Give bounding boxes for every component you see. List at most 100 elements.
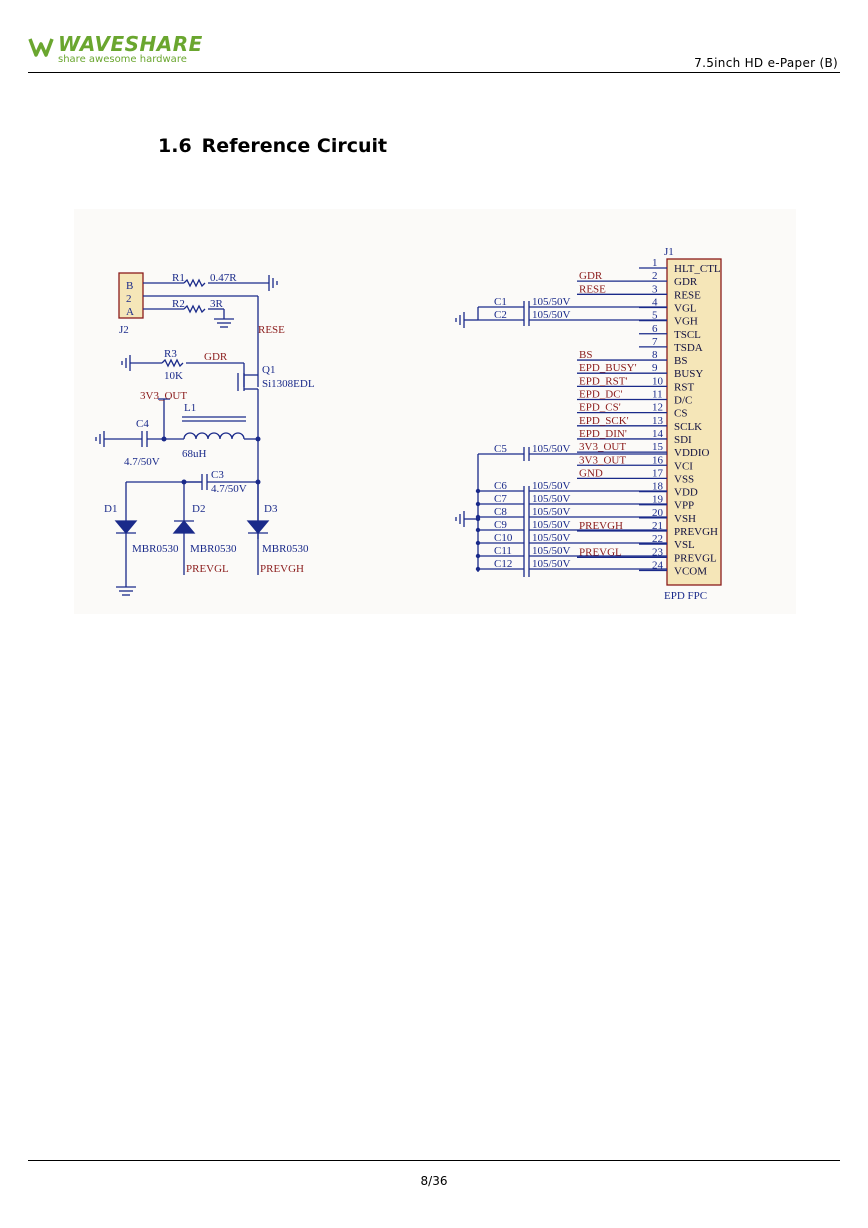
cap-value-label: 105/50V xyxy=(532,309,571,321)
cap-ref-label: C8 xyxy=(494,506,507,518)
schematic-svg: B 2 A J2 R1 0.47R R2 3R R3 10K Q1 Si1308… xyxy=(95,246,722,602)
j1-pin-name: VGH xyxy=(674,316,698,328)
c4-value: 4.7/50V xyxy=(124,456,160,468)
r1-value: 0.47R xyxy=(210,272,237,284)
j1-pin-net: EPD_RST' xyxy=(579,375,627,387)
fpc-label: EPD FPC xyxy=(664,590,707,602)
j1-pin-number: 12 xyxy=(652,402,663,414)
logo-wordmark: WAVESHARE xyxy=(58,32,203,56)
cap-value-label: 105/50V xyxy=(532,519,571,531)
left-net-labels: RESE GDR 3V3_OUT PREVGL PREVGH xyxy=(140,324,304,575)
cap-ref-label: C6 xyxy=(494,480,507,492)
page-number: 8/36 xyxy=(420,1174,448,1188)
r2-resistor xyxy=(183,304,206,314)
j1-pin-net: EPD_DIN' xyxy=(579,428,627,440)
j1-pin-number: 13 xyxy=(652,415,664,427)
cap-ref-label: C12 xyxy=(494,558,512,570)
j1-pin-net: EPD_BUSY' xyxy=(579,362,637,374)
cap-ref-label: C1 xyxy=(494,296,507,308)
j1-pin-number: 2 xyxy=(652,270,658,282)
c3-value: 4.7/50V xyxy=(211,483,247,495)
cap-value-label: 105/50V xyxy=(532,493,571,505)
cap-ref-label: C9 xyxy=(494,519,507,531)
j1-pin-name: TSDA xyxy=(674,342,703,354)
j1-pin-number: 3 xyxy=(652,283,658,295)
net-prevgl: PREVGL xyxy=(186,563,229,575)
section-heading: 1.6 Reference Circuit xyxy=(158,135,387,157)
j1-pin-number: 23 xyxy=(652,546,664,558)
j1-pin-net: EPD_CS' xyxy=(579,402,621,414)
j1-pin-name: VDDIO xyxy=(674,447,709,459)
j1-pin-number: 17 xyxy=(652,467,664,479)
j1-pin-net: EPD_DC' xyxy=(579,389,623,401)
page-header: WAVESHARE share awesome hardware 7.5inch… xyxy=(0,0,868,76)
j1-pin-number: 22 xyxy=(652,533,663,545)
l1-inductor xyxy=(183,432,245,440)
j1-pin-number: 14 xyxy=(652,428,664,440)
j1-pin-name: SDI xyxy=(674,434,692,446)
section-number: 1.6 xyxy=(158,135,192,157)
j1-pin-name: PREVGL xyxy=(674,552,717,564)
j1-pin-name: VDD xyxy=(674,487,698,499)
cap-value-label: 105/50V xyxy=(532,443,571,455)
j2-connector-body xyxy=(118,272,144,319)
j1-pin-net: GND xyxy=(579,467,603,479)
document-title: 7.5inch HD e-Paper (B) xyxy=(694,56,838,70)
net-gdr: GDR xyxy=(204,351,228,363)
j1-pin-number: 4 xyxy=(652,296,658,308)
j1-pin-number: 7 xyxy=(652,336,658,348)
cap-value-label: 105/50V xyxy=(532,558,571,570)
j1-pin-name: D/C xyxy=(674,395,692,407)
cap-ref-label: C10 xyxy=(494,532,513,544)
j1-pin-number: 10 xyxy=(652,375,664,387)
j1-pin-net: 3V3_OUT xyxy=(579,441,626,453)
r3-label: R3 xyxy=(164,348,177,360)
j1-pin-name: BS xyxy=(674,355,687,367)
c3-label: C3 xyxy=(211,469,224,481)
r1-label: R1 xyxy=(172,272,185,284)
c4-label: C4 xyxy=(136,418,149,430)
j2-pin-a: A xyxy=(126,306,134,318)
j1-connector-body xyxy=(666,258,722,586)
d2-label: D2 xyxy=(192,503,205,515)
j1-pin-name: RESE xyxy=(674,289,701,301)
j1-pin-number: 15 xyxy=(652,441,664,453)
d2-diode xyxy=(172,519,196,534)
cap-value-label: 105/50V xyxy=(532,532,571,544)
j1-pin-net: PREVGH xyxy=(579,520,623,532)
j1-pin-name: RST xyxy=(674,381,694,393)
j1-pin-net: PREVGL xyxy=(579,546,622,558)
j1-pin-name: VSH xyxy=(674,513,696,525)
j1-pin-number: 8 xyxy=(652,349,658,361)
j2-pin-b: B xyxy=(126,280,133,292)
d1-label: D1 xyxy=(104,503,117,515)
d1-part: MBR0530 xyxy=(132,543,179,555)
cap-value-label: 105/50V xyxy=(532,296,571,308)
q1-part: Si1308EDL xyxy=(262,378,315,390)
j1-pin-name: VCOM xyxy=(674,565,707,577)
d3-part: MBR0530 xyxy=(262,543,309,555)
j1-pin-name: TSCL xyxy=(674,329,701,341)
net-prevgh: PREVGH xyxy=(260,563,304,575)
j1-pin-name: VCI xyxy=(674,460,693,472)
j1-pin-number: 24 xyxy=(652,559,664,571)
r2-value: 3R xyxy=(210,298,224,310)
d1-diode xyxy=(114,520,138,535)
j1-pin-name: VPP xyxy=(674,500,694,512)
d2-part: MBR0530 xyxy=(190,543,237,555)
j1-pin-name: VSS xyxy=(674,473,694,485)
cap-ref-label: C11 xyxy=(494,545,512,557)
net-rese: RESE xyxy=(258,324,285,336)
j1-pin-name: SCLK xyxy=(674,421,702,433)
j1-pin-number: 6 xyxy=(652,323,658,335)
j1-pin-number: 19 xyxy=(652,494,664,506)
section-title-text: Reference Circuit xyxy=(201,135,388,157)
q1-label: Q1 xyxy=(262,364,275,376)
cap-value-label: 105/50V xyxy=(532,480,571,492)
cap-value-label: 105/50V xyxy=(532,545,571,557)
j1-pin-name: BUSY xyxy=(674,368,703,380)
j1-pin-number: 1 xyxy=(652,257,658,269)
j1-pin-number: 18 xyxy=(652,481,664,493)
j1-pin-name: VGL xyxy=(674,302,697,314)
j1-pin-number: 21 xyxy=(652,520,663,532)
